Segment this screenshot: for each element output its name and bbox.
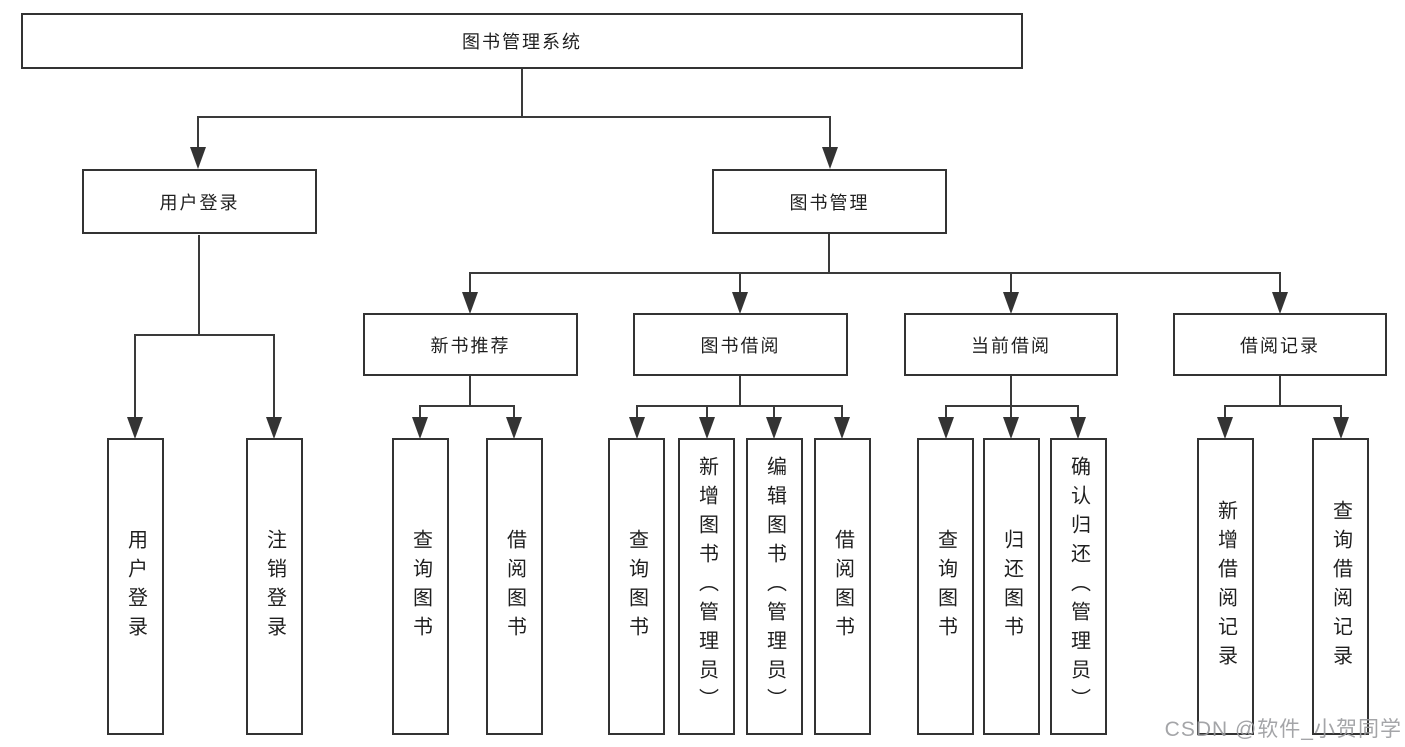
node-root-label: 图书管理系统 — [462, 32, 582, 52]
node-new-book-recommend: 新书推荐 — [363, 313, 578, 376]
leaf-query-books-current-label: 查询图书 — [934, 528, 957, 645]
leaf-confirm-return-admin: 确认归还（管理员） — [1050, 438, 1107, 735]
node-book-borrowing: 图书借阅 — [633, 313, 848, 376]
leaf-query-books-current: 查询图书 — [917, 438, 974, 735]
leaf-user-login: 用户登录 — [107, 438, 164, 735]
leaf-add-borrow-record-label: 新增借阅记录 — [1214, 499, 1237, 674]
node-current-borrowing-label: 当前借阅 — [971, 335, 1051, 356]
node-borrowing-records: 借阅记录 — [1173, 313, 1387, 376]
leaf-query-borrow-record-label: 查询借阅记录 — [1329, 499, 1352, 674]
node-user-login: 用户登录 — [82, 169, 317, 234]
node-book-management-label: 图书管理 — [789, 192, 870, 213]
node-book-management: 图书管理 — [712, 169, 947, 234]
leaf-add-book-admin-label: 新增图书（管理员） — [695, 456, 718, 717]
node-borrowing-records-label: 借阅记录 — [1240, 335, 1320, 356]
leaf-edit-book-admin: 编辑图书（管理员） — [746, 438, 803, 735]
leaf-query-books-borrowing-label: 查询图书 — [625, 528, 648, 645]
leaf-borrow-books-recommend: 借阅图书 — [486, 438, 543, 735]
node-root: 图书管理系统 — [21, 13, 1023, 69]
node-new-book-recommend-label: 新书推荐 — [430, 335, 511, 356]
leaf-return-book: 归还图书 — [983, 438, 1040, 735]
leaf-user-login-label: 用户登录 — [124, 528, 147, 645]
node-book-borrowing-label: 图书借阅 — [700, 335, 781, 356]
leaf-logout-label: 注销登录 — [263, 528, 286, 645]
leaf-logout: 注销登录 — [246, 438, 303, 735]
leaf-borrow-books-borrowing: 借阅图书 — [814, 438, 871, 735]
leaf-edit-book-admin-label: 编辑图书（管理员） — [763, 456, 786, 717]
leaf-query-books-recommend: 查询图书 — [392, 438, 449, 735]
node-user-login-label: 用户登录 — [159, 192, 240, 213]
leaf-return-book-label: 归还图书 — [1000, 528, 1023, 645]
leaf-add-book-admin: 新增图书（管理员） — [678, 438, 735, 735]
csdn-watermark: CSDN @软件_小贺同学 — [1164, 718, 1402, 741]
leaf-query-books-borrowing: 查询图书 — [608, 438, 665, 735]
leaf-borrow-books-borrowing-label: 借阅图书 — [831, 528, 854, 645]
leaf-query-borrow-record: 查询借阅记录 — [1312, 438, 1369, 735]
leaf-confirm-return-admin-label: 确认归还（管理员） — [1067, 456, 1090, 717]
leaf-query-books-recommend-label: 查询图书 — [409, 528, 432, 645]
node-current-borrowing: 当前借阅 — [904, 313, 1118, 376]
leaf-add-borrow-record: 新增借阅记录 — [1197, 438, 1254, 735]
leaf-borrow-books-recommend-label: 借阅图书 — [503, 528, 526, 645]
